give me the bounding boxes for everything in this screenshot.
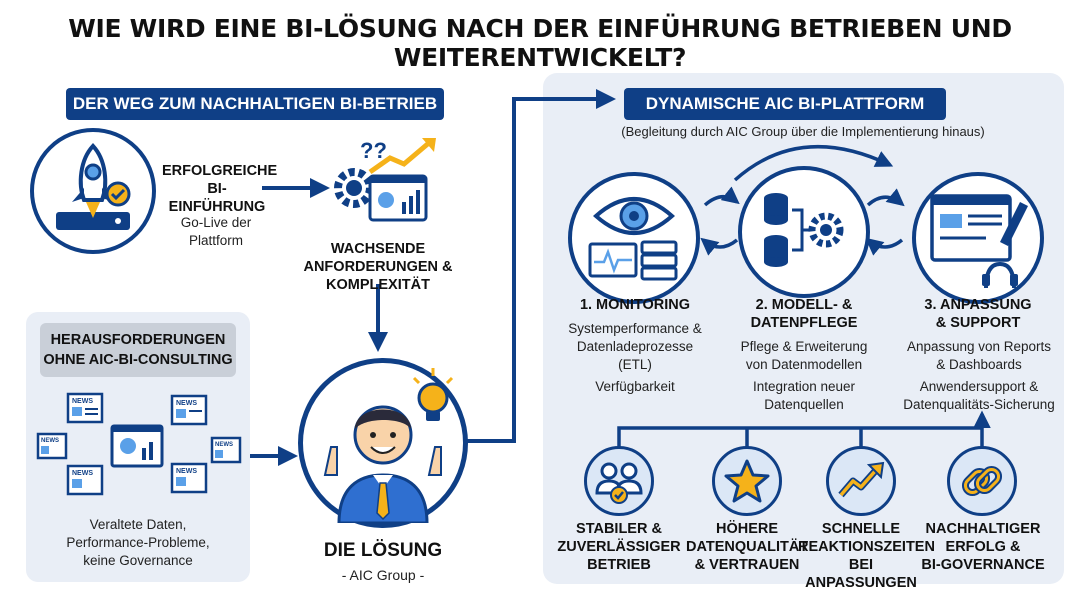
solution-title: DIE LÖSUNG	[323, 540, 443, 561]
growth-gear-chart-icon: ??	[334, 138, 436, 222]
news-icon: NEWS	[36, 432, 68, 460]
challenges-box: HERAUSFORDERUNGEN OHNE AIC-BI-CONSULTING	[40, 323, 236, 377]
step1-title: ERFOLGREICHE BI-EINFÜHRUNG	[162, 163, 278, 215]
benefit-speed-text: SCHNELLE REAKTIONSZEITEN BEI ANPASSUNGEN	[798, 521, 935, 591]
news-icon: NEWS	[170, 394, 208, 426]
lightbulb-icon	[412, 368, 454, 421]
platform-subtitle: (Begleitung durch AIC Group über die Imp…	[621, 124, 985, 139]
svg-text:NEWS: NEWS	[176, 400, 197, 407]
step1-subtitle: Go-Live der Plattform	[180, 215, 252, 248]
launch-circle	[30, 128, 156, 254]
svg-text:NEWS: NEWS	[72, 398, 93, 405]
cycle-arrow-1	[703, 186, 740, 207]
news-icon: NEWS	[66, 464, 104, 496]
pillar-support-text: Anpassung von Reports & Dashboards Anwen…	[903, 339, 1055, 412]
path-header: DER WEG ZUM NACHHALTIGEN BI-BETRIEB	[66, 88, 444, 120]
cycle-arrow-2	[700, 237, 739, 256]
news-icon: NEWS	[170, 462, 208, 494]
arrow-solution-to-platform	[464, 89, 616, 443]
svg-text:??: ??	[360, 138, 387, 163]
consultant-icon	[323, 405, 442, 525]
news-icon: NEWS	[66, 392, 104, 424]
rocket-icon	[56, 143, 131, 230]
solution-circle	[298, 358, 468, 528]
pillar-data-text: Pflege & Erweiterung von Datenmodellen I…	[740, 339, 868, 412]
benefit-stability-circle	[584, 446, 654, 516]
support-circle	[912, 172, 1044, 304]
trend-up-icon	[838, 461, 885, 498]
database-gear-icon	[764, 193, 844, 267]
team-check-icon	[595, 462, 643, 504]
challenges-description: Veraltete Daten, Performance-Probleme, k…	[66, 517, 210, 568]
support-headset-icon	[930, 194, 1028, 289]
benefit-quality-text: HÖHERE DATENQUALITÄT & VERTRAUEN	[686, 521, 809, 573]
benefit-speed-circle	[826, 446, 896, 516]
monitoring-circle	[568, 172, 700, 304]
pillar-monitoring-text: Systemperformance & Datenladeprozesse (E…	[568, 321, 702, 394]
benefit-governance-text: NACHHALTIGER ERFOLG & BI-GOVERNANCE	[921, 521, 1045, 573]
data-maintenance-circle	[738, 166, 870, 298]
pillar-support-title: 3. ANPASSUNG & SUPPORT	[924, 297, 1032, 331]
cycle-arrow-top	[733, 144, 894, 182]
benefit-stability-text: STABILER & ZUVERLÄSSIGER BETRIEB	[557, 521, 681, 573]
page-title: WIE WIRD EINE BI-LÖSUNG NACH DER EINFÜHR…	[68, 14, 1012, 72]
platform-header: DYNAMISCHE AIC BI-PLATTFORM	[624, 88, 946, 120]
pillar-monitoring-title: 1. MONITORING	[579, 297, 691, 313]
benefits-bracket	[617, 426, 984, 448]
benefit-quality-circle	[712, 446, 782, 516]
step2-title: WACHSENDE ANFORDERUNGEN & KOMPLEXITÄT	[303, 241, 453, 293]
svg-text:NEWS: NEWS	[72, 470, 93, 477]
news-papers-icon: NEWS NEWS NEWS NEWS NEWS NEWS	[36, 392, 242, 496]
monitoring-eye-icon	[588, 197, 678, 281]
cycle-arrow-4	[865, 237, 904, 256]
chain-link-icon	[961, 465, 1003, 497]
svg-text:NEWS: NEWS	[41, 438, 59, 444]
solution-subtitle: - AIC Group -	[341, 567, 425, 583]
news-icon: NEWS	[210, 436, 242, 464]
benefit-governance-circle	[947, 446, 1017, 516]
cycle-arrow-3	[866, 188, 905, 207]
pillar-data-title: 2. MODELL- & DATENPFLEGE	[750, 297, 858, 331]
dashboard-icon	[110, 424, 164, 468]
svg-text:NEWS: NEWS	[215, 442, 233, 448]
star-icon	[724, 459, 770, 503]
svg-text:NEWS: NEWS	[176, 468, 197, 475]
